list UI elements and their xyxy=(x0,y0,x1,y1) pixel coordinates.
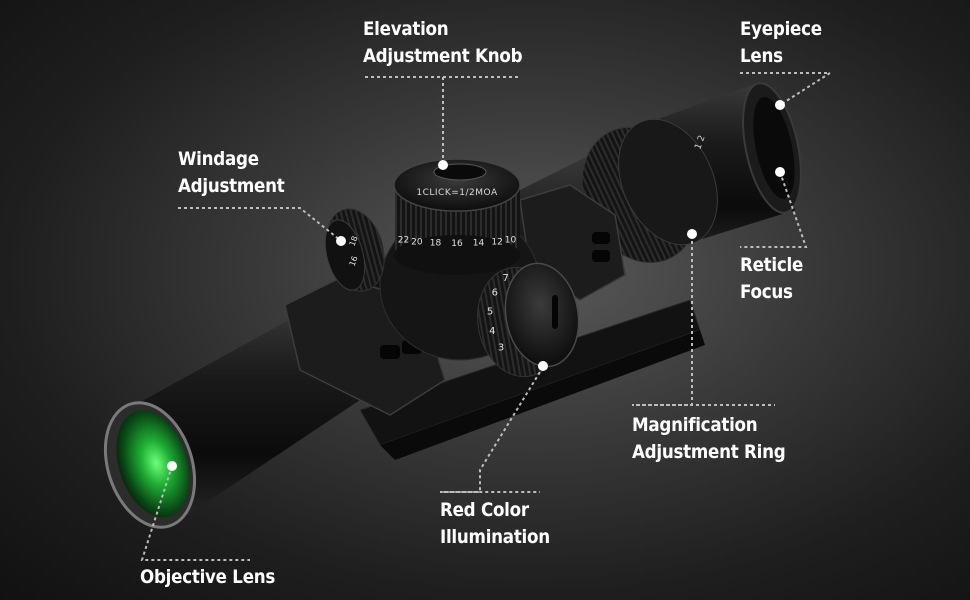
dot-windage xyxy=(336,236,346,246)
label-elevation-line2: Adjustment Knob xyxy=(363,45,523,67)
illumination-scale-tick-label: 4 xyxy=(489,326,495,337)
dot-elevation xyxy=(438,160,448,170)
elevation-scale-tick-label: 22 xyxy=(398,236,409,246)
scope-body: 1CLICK=1/2MOA xyxy=(103,82,802,529)
illumination-scale-tick-label: 6 xyxy=(492,288,498,299)
windage-scale-tick-label: 18 xyxy=(348,235,360,248)
leader-windage xyxy=(178,207,341,241)
dot-eyepiece xyxy=(775,100,785,110)
eyepiece-marks: 1 2 xyxy=(693,134,707,151)
label-windage-line1: Windage xyxy=(178,148,259,170)
label-eyepiece-line1: Eyepiece xyxy=(740,18,822,40)
leader-lines xyxy=(140,72,834,561)
dot-magnification xyxy=(687,229,697,239)
elevation-scale-tick-label: 10 xyxy=(505,236,517,246)
label-illumination: Red Color Illumination xyxy=(440,497,550,551)
leader-objective xyxy=(140,465,250,561)
label-eyepiece-lens: Eyepiece Lens xyxy=(740,16,822,70)
illumination-knob xyxy=(477,262,580,378)
leader-reticle xyxy=(740,171,808,248)
windage-knob xyxy=(324,208,385,292)
label-reticle-line2: Focus xyxy=(740,281,793,303)
illumination-scale-tick-label: 5 xyxy=(487,306,493,317)
leader-illumination xyxy=(440,366,544,493)
label-elevation-line1: Elevation xyxy=(363,18,449,40)
illumination-scale-tick-label: 3 xyxy=(498,343,504,354)
illumination-scale-tick-label: 7 xyxy=(503,273,509,284)
illumination-scale: 34 5 67 xyxy=(487,273,509,354)
elevation-scale-tick-label: 18 xyxy=(430,239,442,249)
label-windage-line2: Adjustment xyxy=(178,175,285,197)
label-elevation-knob: Elevation Adjustment Knob xyxy=(363,16,523,70)
elevation-scale-tick-label: 14 xyxy=(473,239,485,249)
label-magnification-line1: Magnification xyxy=(632,414,758,436)
dot-reticle xyxy=(775,167,785,177)
label-magnification-ring: Magnification Adjustment Ring xyxy=(632,412,786,466)
leader-eyepiece xyxy=(740,72,834,106)
elevation-click-text: 1CLICK=1/2MOA xyxy=(416,188,498,198)
label-illumination-line1: Red Color xyxy=(440,499,529,521)
label-magnification-line2: Adjustment Ring xyxy=(632,441,786,463)
label-reticle-line1: Reticle xyxy=(740,254,804,276)
elevation-scale-tick-label: 12 xyxy=(491,238,502,248)
leader-magnification xyxy=(632,235,775,406)
dot-objective xyxy=(167,461,177,471)
label-reticle-focus: Reticle Focus xyxy=(740,252,803,306)
label-eyepiece-line2: Lens xyxy=(740,45,783,67)
label-windage: Windage Adjustment xyxy=(178,146,285,200)
label-objective-lens: Objective Lens xyxy=(140,564,275,591)
dot-illumination xyxy=(538,361,548,371)
elevation-knob: 1CLICK=1/2MOA xyxy=(393,158,521,275)
windage-scale-tick-label: 16 xyxy=(348,255,360,268)
label-illumination-line2: Illumination xyxy=(440,526,550,548)
objective-lens xyxy=(103,401,197,529)
elevation-scale-tick-label: 16 xyxy=(451,239,463,249)
marker-dots xyxy=(167,100,785,471)
label-objective-line1: Objective Lens xyxy=(140,566,276,588)
elevation-scale-tick-label: 20 xyxy=(411,238,423,248)
